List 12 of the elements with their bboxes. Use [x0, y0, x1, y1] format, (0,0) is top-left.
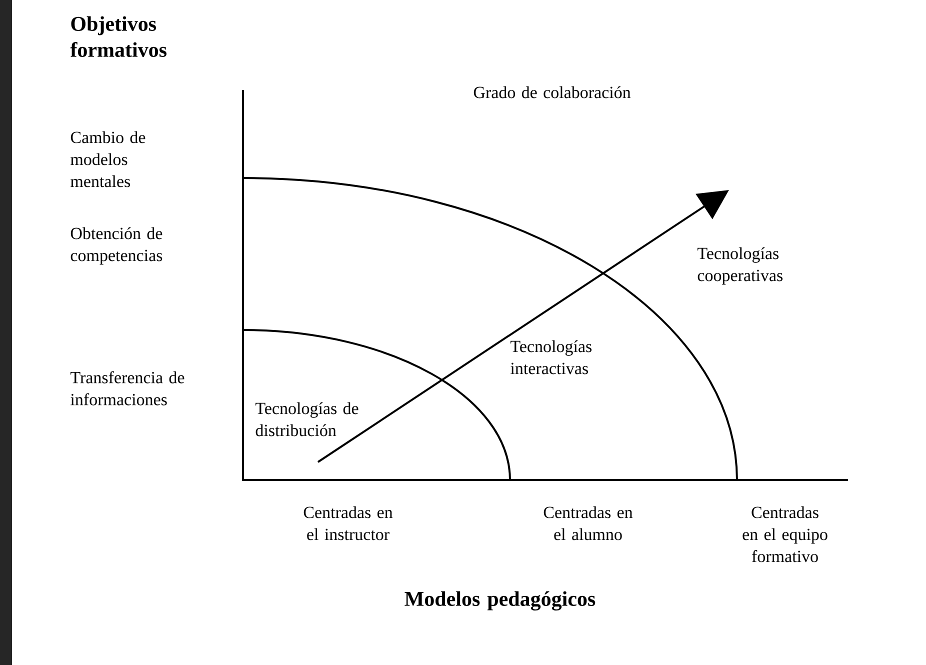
axis-level-label: Cambio de modelos mentales [70, 131, 146, 188]
axis-level-label: Obtención de competencias [70, 227, 162, 265]
axis-title: Modelos pedagógicos [404, 591, 596, 610]
region-label: Tecnologías interactivas [510, 340, 592, 374]
axis-level-label: Transferencia de informaciones [70, 371, 184, 406]
region-label: Tecnologías de distribución [256, 402, 358, 436]
arrow-label: Grado de colaboración [474, 86, 631, 98]
region-label: Tecnologías cooperativas [698, 247, 783, 285]
axis-category-label: Centradas en el alumno [544, 506, 633, 540]
axis-title: Objetivos formativos [70, 16, 166, 57]
axis-category-label: Centradas en el instructor [304, 506, 393, 540]
axis-category-label: Centradas en el equipo formativo [742, 506, 828, 562]
